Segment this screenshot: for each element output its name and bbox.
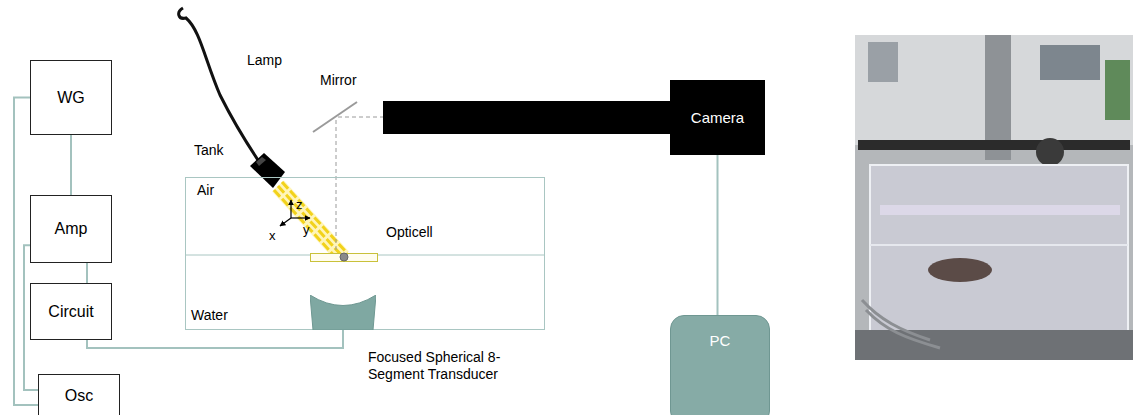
opticell: Opticell: [310, 253, 378, 262]
light-beam: [278, 186, 343, 257]
photo-opticell: [880, 205, 1120, 215]
computer-box: PC: [670, 315, 770, 415]
process-box: WG: [30, 60, 112, 135]
part-label: Lamp: [247, 52, 282, 69]
transducer: Focused Spherical 8- Segment Transducer: [310, 295, 376, 330]
wire: [717, 155, 719, 315]
mirror: [313, 102, 357, 132]
transducer-bowl: [310, 295, 376, 330]
node-label: Osc: [65, 386, 93, 405]
light-ray: [278, 186, 343, 257]
node-label: Tank: [194, 142, 224, 159]
optical-path: [336, 120, 337, 252]
process-box: Circuit: [30, 283, 112, 340]
lamp-head: [250, 153, 285, 188]
lamp-neck: [256, 157, 266, 166]
wire: [87, 330, 343, 348]
opticell-dot-layer: [310, 252, 378, 264]
wire: [86, 263, 88, 283]
photo-ground: [855, 35, 1133, 360]
camera-box: Camera: [670, 80, 765, 155]
process-box: Osc: [38, 374, 120, 415]
node-label: Amp: [55, 219, 88, 238]
optical-path: [338, 117, 384, 118]
node-label: Circuit: [48, 302, 93, 321]
axis-arrow: [291, 217, 310, 218]
wire: [70, 135, 72, 195]
process-box: Amp: [30, 195, 112, 263]
photo-tank: [870, 165, 1128, 335]
node-label: PC: [710, 332, 731, 350]
photo-equipment: [1105, 60, 1130, 120]
sample-dot: [340, 253, 348, 261]
photo-water: [870, 244, 1128, 246]
light-ray: [274, 190, 339, 261]
photo-base: [855, 330, 1133, 360]
axis-label: y: [303, 222, 310, 238]
transducer-shape: [310, 295, 376, 330]
axis-arrow: [280, 218, 291, 226]
photo-transducer: [928, 258, 992, 282]
axis-label: x: [269, 228, 276, 244]
lab-photo: [855, 35, 1133, 360]
photo-cable: [862, 300, 940, 348]
lamp-cable: [179, 8, 258, 160]
photo-equipment: [868, 42, 898, 82]
photo-rail: [858, 140, 1130, 150]
node-label: Camera: [691, 109, 744, 127]
light-ray: [282, 182, 347, 253]
part-label: Mirror: [320, 72, 357, 89]
axis-arrow: [290, 200, 291, 218]
axis-label: z: [296, 197, 303, 213]
photo-lens: [1036, 138, 1064, 166]
node-label: Opticell: [386, 224, 433, 241]
region-label: Water: [191, 307, 228, 324]
photo-equipment: [1040, 45, 1100, 80]
tank: OpticellFocused Spherical 8- Segment Tra…: [185, 177, 545, 330]
node-label: WG: [57, 88, 85, 107]
region-label: Air: [197, 182, 214, 199]
camera-lens-arrow: [383, 101, 705, 134]
node-label: Focused Spherical 8- Segment Transducer: [368, 349, 510, 383]
